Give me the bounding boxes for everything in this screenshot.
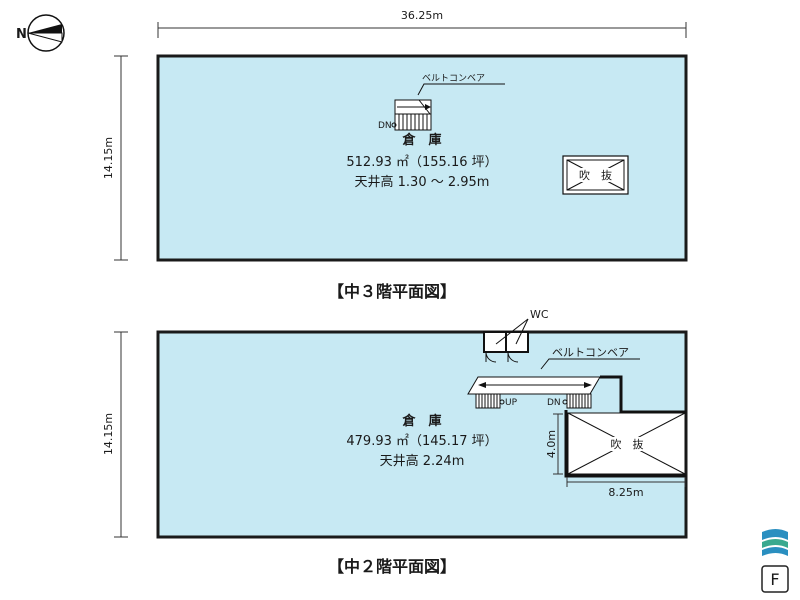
stair-dn-label: DN: [547, 398, 561, 408]
upper-void: 吹 抜: [562, 155, 629, 195]
lower-conveyor-label: ベルトコンベア: [552, 346, 629, 359]
wc-label: WC: [530, 308, 549, 321]
company-logo-icon: [762, 529, 788, 556]
width-dimension: 36.25m: [157, 9, 687, 38]
void-dimensions: 4.0m 8.25m: [545, 413, 686, 499]
upper-plan: 14.15m DN ベルトコンベア 倉 庫 512.93 ㎡（155.16 坪）…: [102, 54, 688, 301]
stair-dn: DN: [547, 393, 592, 409]
width-dimension-label: 36.25m: [401, 9, 443, 22]
lower-void-label: 吹 抜: [611, 437, 644, 451]
conveyor-belt: [467, 376, 601, 395]
upper-stair-dn: DN: [378, 121, 392, 131]
wc-booths: WC: [483, 308, 549, 363]
upper-plan-title: 【中３階平面図】: [328, 282, 456, 301]
upper-void-label: 吹 抜: [579, 168, 612, 182]
upper-room-ceiling: 天井高 1.30 〜 2.95m: [355, 174, 490, 190]
lower-height-label: 14.15m: [102, 413, 115, 455]
upper-height-label: 14.15m: [102, 137, 115, 179]
upper-conveyor-label: ベルトコンベア: [422, 74, 485, 84]
void-width-label: 8.25m: [608, 486, 643, 499]
floor-icon-letter: F: [770, 570, 779, 589]
upper-room-area: 512.93 ㎡（155.16 坪）: [346, 155, 497, 170]
lower-plan-title: 【中２階平面図】: [328, 557, 456, 576]
lower-room-ceiling: 天井高 2.24m: [380, 453, 465, 469]
upper-stair: DN: [378, 99, 432, 131]
lower-room-name: 倉 庫: [401, 413, 441, 429]
north-arrow-icon: N: [16, 14, 65, 52]
upper-room-name: 倉 庫: [401, 132, 441, 148]
void-height-label: 4.0m: [545, 430, 558, 458]
lower-plan: 14.15m WC ベルトコンベア: [102, 308, 688, 576]
lower-room-area: 479.93 ㎡（145.17 坪）: [346, 434, 497, 449]
compass-label: N: [16, 27, 27, 42]
lower-void: 吹 抜: [567, 412, 686, 475]
floor-icon: F: [761, 565, 789, 593]
stair-up: UP: [475, 393, 518, 409]
stair-up-label: UP: [505, 398, 518, 408]
